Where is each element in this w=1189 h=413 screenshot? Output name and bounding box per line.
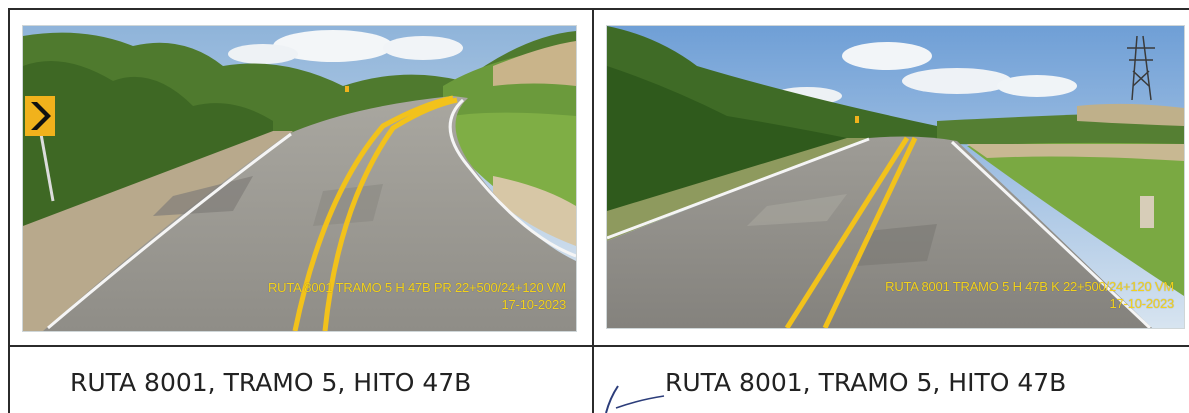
stamp-date-text: 17-10-2023	[501, 297, 567, 312]
table-border-left	[8, 8, 10, 413]
photo-caption-right: RUTA 8001, TRAMO 5, HITO 47B	[665, 368, 1067, 397]
stamp-route-text: RUTA 8001 TRAMO 5 H 47B K 22+500/24+120 …	[885, 279, 1174, 294]
chevron-warning-sign-icon	[25, 96, 55, 202]
photo-caption-left: RUTA 8001, TRAMO 5, HITO 47B	[70, 368, 472, 397]
stamp-date-text: 17-10-2023	[1109, 296, 1175, 311]
photo-stamp-left: RUTA 8001 TRAMO 5 H 47B PR 22+500/24+120…	[268, 279, 566, 313]
power-pylon-icon	[1127, 35, 1155, 101]
road-photo-left: RUTA 8001 TRAMO 5 H 47B PR 22+500/24+120…	[22, 25, 577, 332]
table-border-middle	[592, 8, 594, 413]
photo-stamp-right: RUTA 8001 TRAMO 5 H 47B K 22+500/24+120 …	[885, 278, 1174, 312]
table-border-row-divider	[8, 345, 1189, 347]
road-photo-right: RUTA 8001 TRAMO 5 H 47B K 22+500/24+120 …	[606, 25, 1185, 329]
road-scene-right	[607, 26, 1184, 328]
stamp-route-text: RUTA 8001 TRAMO 5 H 47B PR 22+500/24+120…	[267, 280, 566, 295]
road-scene-left	[23, 26, 576, 331]
signature-mark-icon	[605, 385, 665, 413]
table-border-top	[8, 8, 1189, 10]
